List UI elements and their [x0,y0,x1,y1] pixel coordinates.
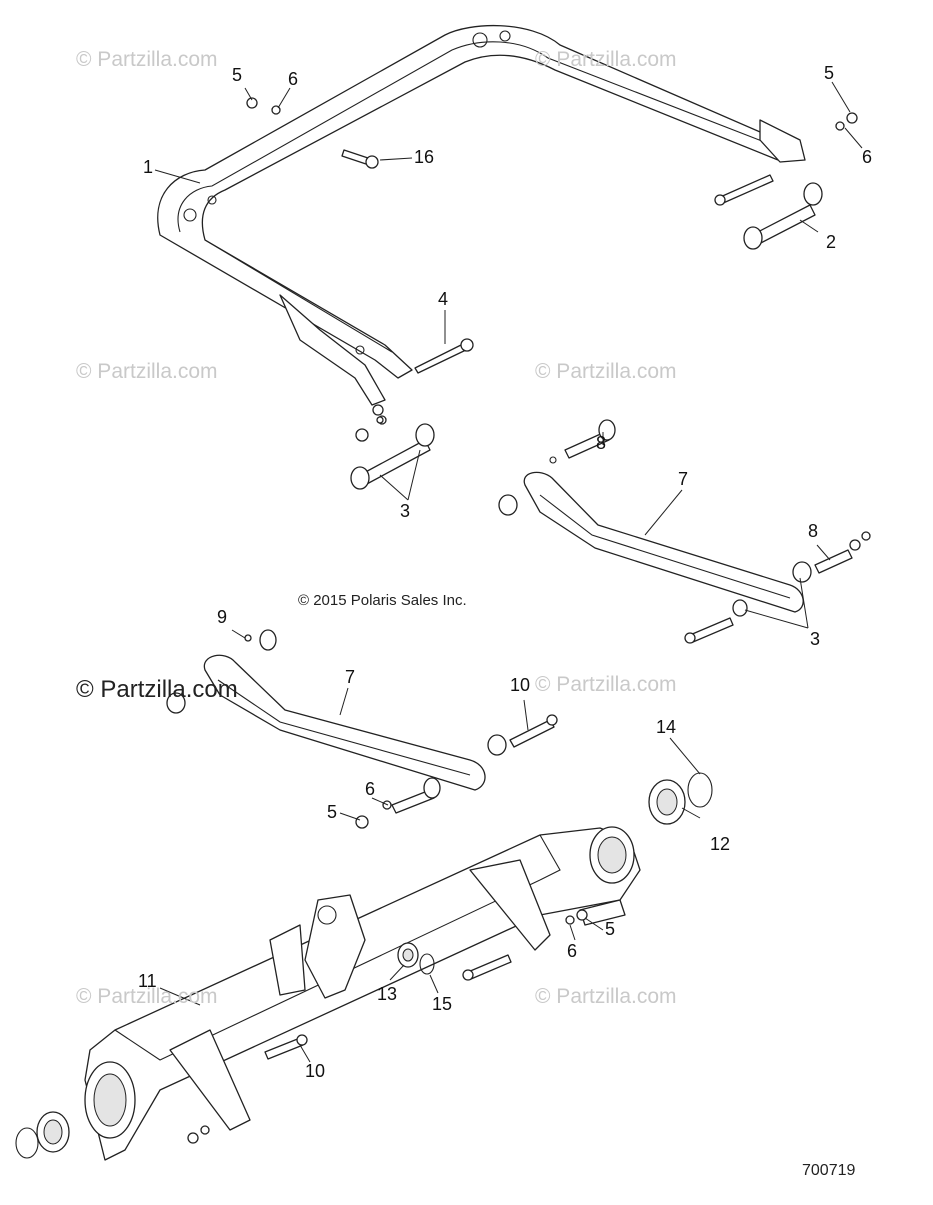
callout-1: 1 [143,157,154,177]
watermark: © Partzilla.com [76,985,218,1008]
leader-lines [154,81,863,1063]
watermark-bold: © Partzilla.com [76,676,238,703]
trailing-arm-7-lower [166,629,507,791]
callout-5: 5 [605,919,616,939]
callout-3: 3 [400,501,411,521]
nut-5-right [846,112,858,124]
callout-9: 9 [217,607,228,627]
callout-15: 15 [432,994,453,1014]
callout-12: 12 [710,834,731,854]
watermark: © Partzilla.com [535,360,677,383]
callout-6: 6 [288,69,299,89]
callout-5: 5 [824,63,835,83]
callout-3: 3 [810,629,821,649]
diagram-number: 700719 [802,1162,856,1179]
watermark: © Partzilla.com [535,48,677,71]
watermark: © Partzilla.com [535,985,677,1008]
callout-2: 2 [826,232,837,252]
bolt-4 [414,342,469,374]
callout-14: 14 [656,717,677,737]
bolt-top-right [717,174,774,205]
callout-5: 5 [232,65,243,85]
callout-6: 6 [365,779,376,799]
callout-4: 4 [438,289,449,309]
bearing-12 [36,779,686,1153]
bolt-lower-arm [684,617,734,644]
callout-8: 8 [808,521,819,541]
bushing-3-upper [350,416,435,490]
callout-7: 7 [345,667,356,687]
callout-6: 6 [567,941,578,961]
callout-13: 13 [377,984,398,1004]
callout-10: 10 [510,675,531,695]
nut-5-top [246,97,258,109]
watermark: © Partzilla.com [535,673,677,696]
bushing-2-part [743,182,823,250]
bolt-10-parts [264,714,558,1060]
callout-6: 6 [862,147,873,167]
lower-fasteners [187,909,588,1144]
watermark: © Partzilla.com [76,48,218,71]
bushing-8-parts [564,419,871,574]
bolt-16 [341,149,369,165]
clip-15 [419,953,435,975]
callout-5: 5 [327,802,338,822]
callout-10: 10 [305,1061,326,1081]
trailing-arm-7-upper [498,456,812,617]
callout-7: 7 [678,469,689,489]
watermark: © Partzilla.com [76,360,218,383]
bushing-13 [397,942,419,968]
washer-6-right [835,121,845,131]
copyright-text: © 2015 Polaris Sales Inc. [298,592,467,609]
frame-fasteners [246,97,858,442]
callout-16: 16 [414,147,435,167]
axle-housing-11 [84,826,641,1161]
upper-frame-part [157,24,806,406]
callout-11: 11 [138,971,157,991]
clip-14 [15,772,713,1159]
bushing-lower-arm [355,777,441,829]
callout-8: 8 [596,433,607,453]
